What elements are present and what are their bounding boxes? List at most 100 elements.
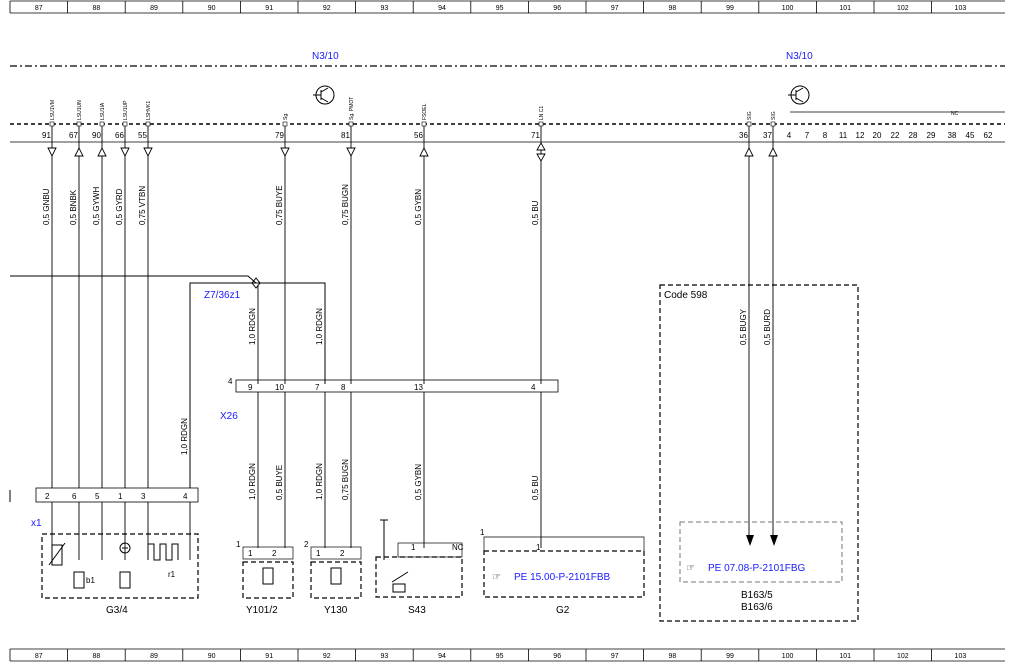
ruler-label: 90	[208, 653, 216, 660]
pin-number: 81	[341, 131, 350, 140]
ruler-label: 88	[93, 5, 101, 12]
g2-label: G2	[556, 605, 570, 616]
g34-pin: 3	[141, 492, 146, 501]
pin-number: 7	[805, 131, 810, 140]
module-label-right: N3/10	[786, 51, 813, 62]
code-598-box	[659, 284, 859, 622]
ruler-label: 92	[323, 653, 331, 660]
ruler-label: 93	[381, 653, 389, 660]
y130-label: Y130	[324, 605, 348, 616]
pin-number: 38	[948, 131, 957, 140]
wire-label: 0,5 GYRD	[115, 188, 124, 225]
pin-number: 45	[966, 131, 975, 140]
svg-text:☞: ☞	[492, 572, 501, 583]
ruler-label: 102	[897, 5, 909, 12]
wire-label: 1,0 RDGN	[315, 308, 324, 345]
wire-label: 1,0 RDGN	[315, 463, 324, 500]
transistor-icon	[313, 85, 335, 105]
ruler-label: 91	[265, 653, 273, 660]
pin-signal: LSU1UP	[123, 100, 129, 120]
wire-label: 1,0 RDGN	[248, 308, 257, 345]
ruler-label: 102	[897, 653, 909, 660]
ruler-label: 100	[782, 5, 794, 12]
nc-label: NC	[951, 111, 959, 117]
y1012-component	[242, 561, 294, 599]
pin-signal: LSHVK1	[146, 101, 152, 120]
g34-label: G3/4	[106, 605, 128, 616]
b163-label-1: B163/5	[741, 590, 773, 601]
wire-label: 1,0 RDGN	[248, 463, 257, 500]
x26-number: 4	[228, 377, 233, 386]
pin-number: 71	[531, 131, 540, 140]
ruler-label: 89	[150, 5, 158, 12]
g34-pin: 6	[72, 492, 77, 501]
y1012-label: Y101/2	[246, 605, 278, 616]
ruler-label: 87	[35, 653, 43, 660]
pin-signal: Sg.	[283, 112, 289, 120]
ruler-label: 95	[496, 653, 504, 660]
ruler-label: 93	[381, 5, 389, 12]
pin-signal: LSU1VM	[50, 100, 56, 120]
pin-number: 79	[275, 131, 284, 140]
pin-number: 28	[909, 131, 918, 140]
z7-label: Z7/36z1	[204, 290, 241, 301]
wire-label: 0,5 GNBU	[42, 188, 51, 225]
g34-component	[41, 533, 199, 599]
ruler-label: 101	[839, 5, 851, 12]
wire-label: 0,75 VTBN	[138, 186, 147, 225]
wire-label: 0,75 BUGN	[341, 459, 350, 500]
ruler-label: 92	[323, 5, 331, 12]
x26-pin: 7	[315, 383, 320, 392]
ruler-label: 97	[611, 5, 619, 12]
pin-signal: FSOEL	[422, 103, 428, 120]
ruler-label: 103	[955, 5, 967, 12]
ruler-label: 100	[782, 653, 794, 660]
pin-number: 37	[763, 131, 772, 140]
pin-signal: SIG	[747, 111, 753, 120]
pin-number: 4	[787, 131, 792, 140]
pin-number: 66	[115, 131, 124, 140]
pin-number: 55	[138, 131, 147, 140]
r1-label: r1	[168, 570, 176, 579]
component-pin: 1	[316, 549, 321, 558]
ruler-label: 99	[726, 653, 734, 660]
component-pin: 1	[411, 543, 416, 552]
g34-connector	[35, 487, 199, 503]
x26-pin: 4	[531, 383, 536, 392]
g34-pin: 5	[95, 492, 100, 501]
pin-signal: Sg. PMOT	[349, 97, 355, 120]
pin-signal: LSU1IA	[100, 102, 106, 120]
component-pin: 2	[340, 549, 345, 558]
pin-signal: LSU1UN	[77, 100, 83, 120]
g2-ref-link[interactable]: PE 15.00-P-2101FBB	[514, 572, 610, 583]
x26-pin: 13	[414, 383, 423, 392]
ruler-label: 101	[839, 653, 851, 660]
pin-number: 8	[823, 131, 828, 140]
ruler-label: 90	[208, 5, 216, 12]
ruler-label: 99	[726, 5, 734, 12]
ruler-label: 88	[93, 653, 101, 660]
x26-connector	[235, 379, 559, 393]
ruler-label: 98	[669, 5, 677, 12]
ruler-label: 103	[955, 653, 967, 660]
pin-number: 12	[856, 131, 865, 140]
wire-label: 0,5 GYWH	[92, 187, 101, 225]
pin-number: 91	[42, 131, 51, 140]
component-pin: NC	[452, 543, 464, 552]
wire-label: 0,5 BU	[531, 200, 540, 225]
g34-pin: 4	[183, 492, 188, 501]
wire-label: 0,5 BURD	[763, 309, 772, 345]
x26-pin: 8	[341, 383, 346, 392]
wire-label: 0,75 BUYE	[275, 185, 284, 225]
ruler-label: 97	[611, 653, 619, 660]
wire-label: 0,5 BNBK	[69, 189, 78, 225]
pin-number: 56	[414, 131, 423, 140]
component-pin: 2	[272, 549, 277, 558]
pin-number: 29	[927, 131, 936, 140]
b163-ref-link[interactable]: PE 07.08-P-2101FBG	[708, 563, 805, 574]
g34-pin: 1	[118, 492, 123, 501]
pin-number: 36	[739, 131, 748, 140]
ruler-label: 98	[669, 653, 677, 660]
